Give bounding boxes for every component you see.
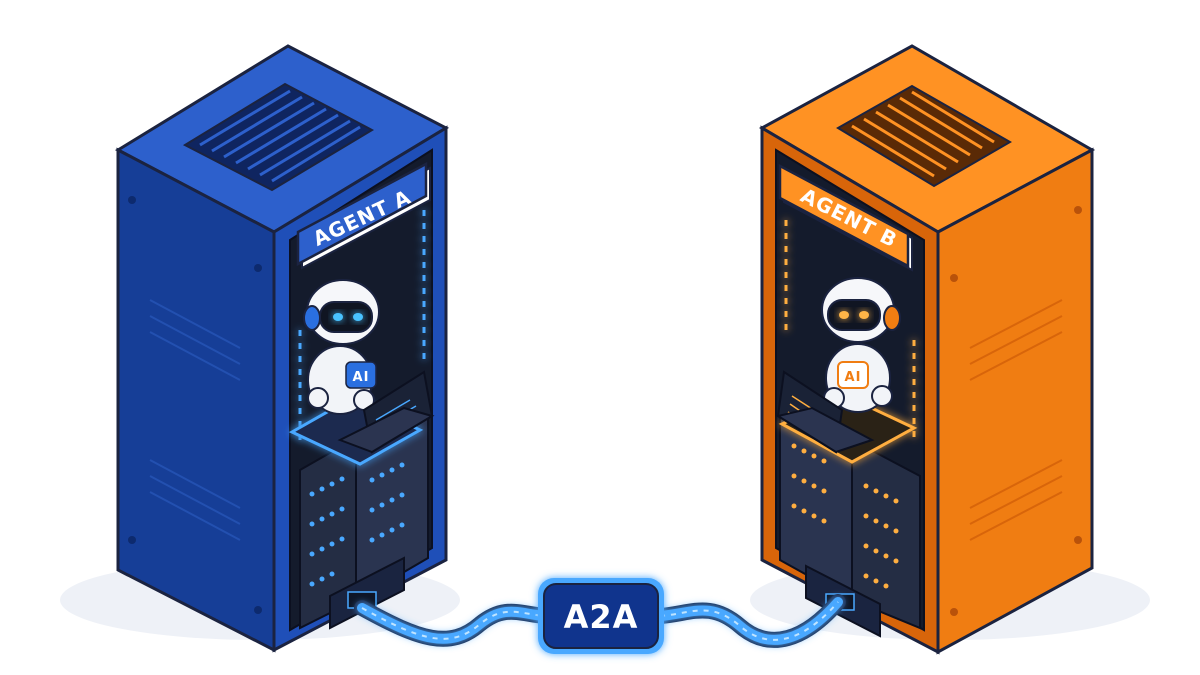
laptop-icon <box>775 370 875 454</box>
laptop-icon <box>337 370 435 454</box>
a2a-cable <box>354 594 846 648</box>
ai-badge-label: AI <box>353 370 370 385</box>
vent-grille <box>182 82 375 192</box>
server-cabinet-a: AI AGENT A <box>114 44 450 653</box>
robot-visor <box>319 301 373 333</box>
robot-agent-b: AI <box>821 277 901 413</box>
robot-agent-a: AI <box>303 279 380 415</box>
a2a-label: A2A <box>564 598 639 636</box>
server-cabinet-b: AI AGENT B <box>758 44 1096 655</box>
robot-ear <box>883 305 901 331</box>
ai-badge-label: AI <box>845 370 862 385</box>
agent-b-banner <box>778 163 913 272</box>
ai-badge <box>837 361 869 389</box>
vent-grille <box>836 84 1013 188</box>
a2a-badge: A2A <box>538 578 664 654</box>
agent-a-banner <box>296 161 431 270</box>
robot-ear <box>303 305 321 331</box>
ai-badge <box>345 361 377 389</box>
robot-visor <box>827 299 881 331</box>
